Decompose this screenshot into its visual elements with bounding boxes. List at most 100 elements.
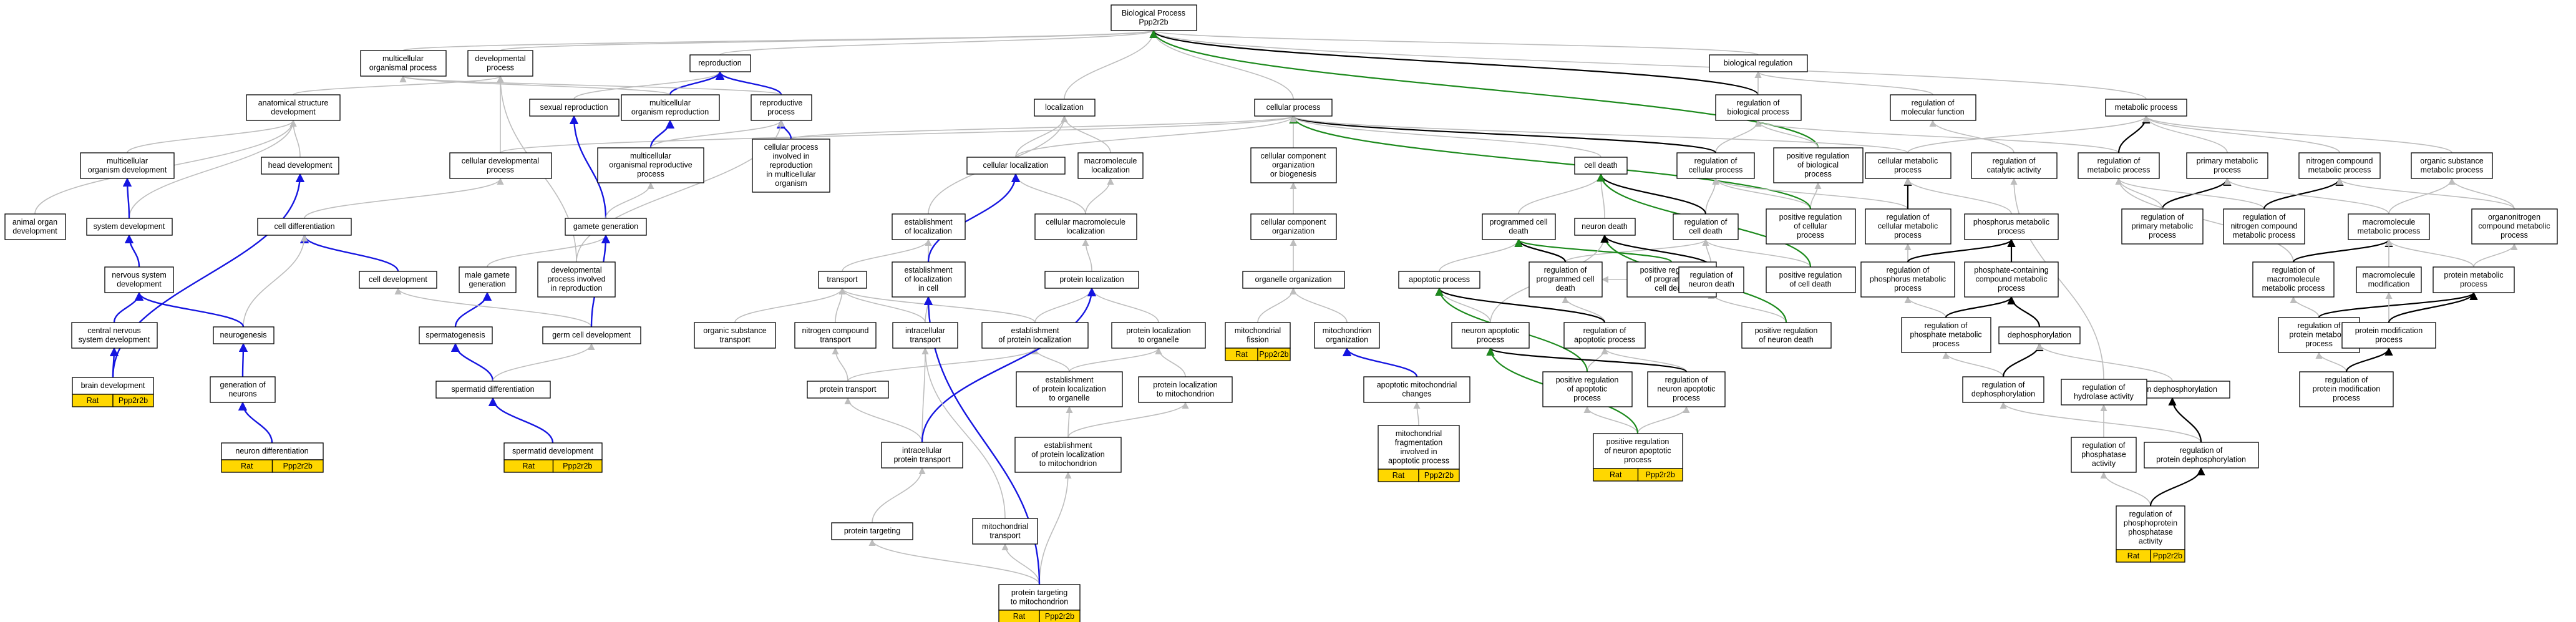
go-term-orgo[interactable]: organelle organization [1242,271,1345,289]
go-term-protrans[interactable]: protein transport [807,381,889,399]
go-term-spermdiff[interactable]: spermatid differentiation [435,381,551,399]
go-term-trans[interactable]: transport [818,271,867,289]
go-term-neurog[interactable]: neurogenesis [213,326,275,344]
go-term-apop[interactable]: apoptotic process [1398,271,1480,289]
go-term-loc[interactable]: localization [1034,99,1096,117]
go-term-celloc[interactable]: cellular localization [966,157,1066,175]
go-term-biore[interactable]: biological regulation [1709,54,1808,72]
go-term-dephos[interactable]: dephosphorylation [1998,326,2081,344]
go-term-spermg[interactable]: spermatogenesis [419,326,493,344]
go-term-sysd[interactable]: system development [86,218,173,236]
go-term-ptarg[interactable]: protein targeting [831,522,913,540]
go-term-protloc[interactable]: protein localization [1044,271,1139,289]
go-term-regpppa[interactable]: regulation ofphosphoproteinphosphataseac… [2116,505,2185,563]
go-term-neurd[interactable]: neuron death [1574,218,1636,236]
go-term-gameteg[interactable]: gamete generation [565,218,647,236]
go-term-metp[interactable]: metabolic process [2105,99,2187,117]
go-term-headd[interactable]: head development [261,157,339,175]
go-term-celldiff[interactable]: cell differentiation [257,218,352,236]
go-term-repro[interactable]: reproduction [689,54,751,72]
go-term-celldev[interactable]: cell development [359,271,437,289]
go-term-cellp[interactable]: cellular process [1254,99,1333,117]
go-term-celld[interactable]: cell death [1574,157,1628,175]
